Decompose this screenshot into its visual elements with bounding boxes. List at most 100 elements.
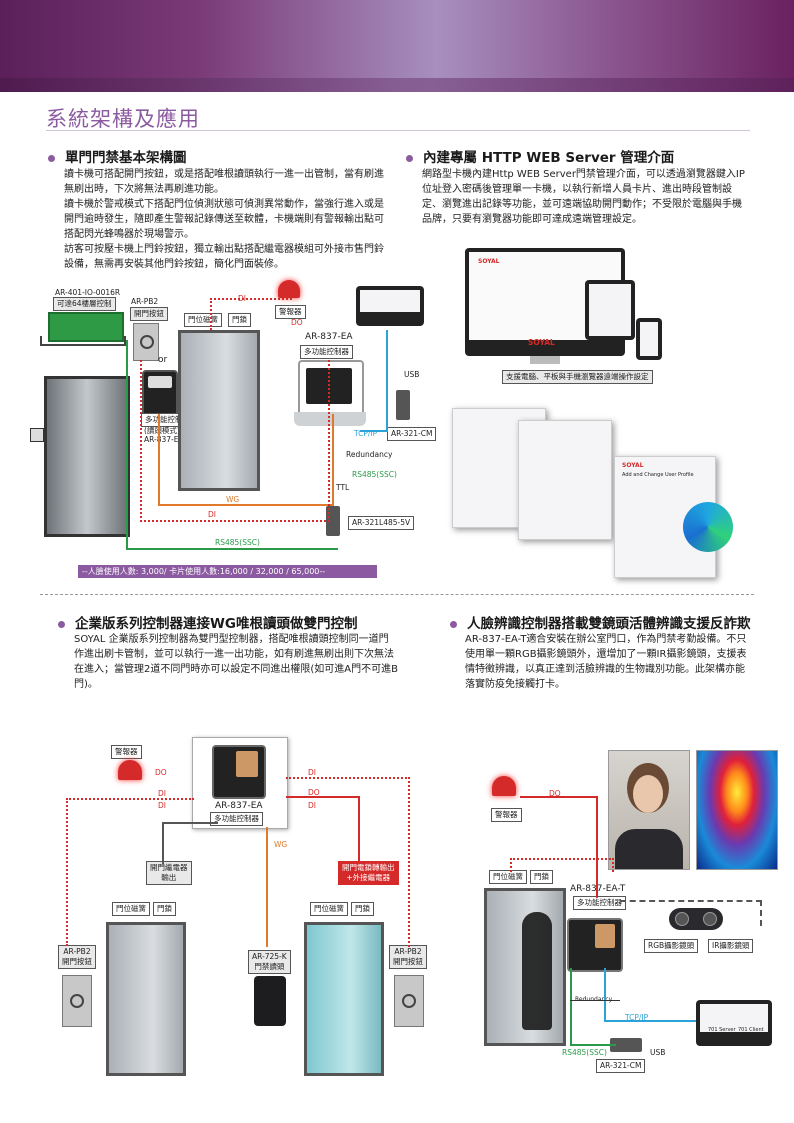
di-wire xyxy=(140,360,330,522)
io-module xyxy=(48,312,124,342)
cm-label: AR-321-CM xyxy=(387,427,437,441)
converter-device xyxy=(396,390,410,420)
do-label-2: DO xyxy=(155,768,167,777)
wire-di-right xyxy=(286,777,410,947)
controller-screen-3 xyxy=(595,924,615,948)
rs485-wire xyxy=(126,340,338,550)
monitor-stand xyxy=(530,356,560,364)
wg-reader-device xyxy=(254,976,286,1026)
wire-do-alarm xyxy=(520,796,598,898)
io-module-label: AR-401-IO-0016R xyxy=(55,288,121,297)
controller-screen-2 xyxy=(236,751,258,777)
elevator xyxy=(44,376,130,537)
converter-device-2 xyxy=(610,1038,642,1052)
alarm-icon xyxy=(278,280,300,298)
brand-label-monitor: SOYAL xyxy=(528,338,555,347)
bullet-icon xyxy=(58,620,65,628)
door-lock-label-4: 門鎖 xyxy=(530,870,553,884)
reader-device xyxy=(142,370,178,418)
client-label: 701 Client xyxy=(390,313,416,319)
reader-model: AR-837-E xyxy=(144,435,179,444)
face-photo-rgb xyxy=(608,750,690,870)
door-lock-label-2: 門鎖 xyxy=(153,902,176,916)
door-b xyxy=(304,922,384,1076)
button-icon xyxy=(402,994,416,1008)
tablet xyxy=(585,280,635,340)
tcpip-label-2: TCP/IP xyxy=(625,1013,649,1022)
reader-screen xyxy=(148,376,172,388)
server-label: 701 Server xyxy=(364,313,392,319)
section4-text: AR-837-EA-T適合安裝在辦公室門口，作為門禁考勤設備。不只使用單一顆RG… xyxy=(465,634,747,690)
cm-label-2: AR-321-CM xyxy=(596,1059,646,1073)
rs485-module-label: AR-321L485-5V xyxy=(348,516,415,530)
section2-caption: 支援電腦、平板與手機瀏覽器遠端操作設定 xyxy=(502,370,653,384)
wire-alarm-di xyxy=(66,798,194,946)
controller-base xyxy=(294,412,366,426)
camera-module xyxy=(669,908,723,930)
wire-camera xyxy=(620,900,762,926)
di-label-4: DI xyxy=(158,801,166,810)
wire-relay xyxy=(162,822,218,864)
io-module-desc: 可達64樓層控制 xyxy=(53,297,116,311)
door xyxy=(178,330,260,491)
alarm-icon-3 xyxy=(492,776,516,796)
controller-desc-3: 多功能控制器 xyxy=(573,896,626,910)
mount-rail xyxy=(40,336,126,346)
controller-device-3 xyxy=(567,918,623,972)
door-sensor-label: 門位磁簧 xyxy=(184,313,222,327)
capacity-footer: --人臉使用人數: 3,000/ 卡片使用人數:16,000 / 32,000 … xyxy=(78,565,377,578)
ir-camera-icon xyxy=(703,912,717,926)
button-icon xyxy=(140,335,154,349)
controller-label: AR-837-EA xyxy=(305,332,353,342)
header-banner xyxy=(0,0,794,92)
pb2-desc: 開門按鈕 xyxy=(130,307,168,321)
face-photo-ir xyxy=(696,750,778,870)
alarm-label-2: 警報器 xyxy=(111,745,142,759)
elevator-panel-icon xyxy=(30,428,44,442)
do-label-4: DO xyxy=(549,789,561,798)
exit-button xyxy=(133,323,159,361)
reader-mode: (讀頭模式) xyxy=(144,426,180,435)
usb-label: USB xyxy=(404,370,420,379)
server-monitor xyxy=(356,286,424,326)
face-head xyxy=(633,775,663,813)
page-title: 系統架構及應用 xyxy=(46,107,200,131)
section-divider xyxy=(40,594,754,595)
redundancy-label: Redundancy xyxy=(346,450,393,459)
wire-redundancy xyxy=(570,1000,620,1002)
di-label-6: DI xyxy=(308,801,316,810)
phone xyxy=(636,318,662,360)
brand-label-browser: SOYAL xyxy=(622,462,644,469)
controller-desc: 多功能控制器 xyxy=(300,345,353,359)
di-label-2: DI xyxy=(208,510,216,519)
alarm-icon-2 xyxy=(118,760,142,780)
relay-left-label: 開門繼電器輸出 xyxy=(146,861,192,885)
wire-tcpip xyxy=(604,968,696,1022)
door-a xyxy=(106,922,186,1076)
browser-window-2 xyxy=(518,420,612,540)
rgb-label: RGB攝影鏡頭 xyxy=(644,939,699,953)
client-label-2: 701 Client xyxy=(738,1027,764,1033)
section2-heading: 內建專屬 HTTP WEB Server 管理介面 xyxy=(406,146,674,166)
ir-label: IR攝影鏡頭 xyxy=(708,939,754,953)
section1-text: 讀卡機可搭配開門按鈕，或是搭配唯根讀頭執行一進一出管制，當有刷進無刷出時，下次將… xyxy=(64,169,384,270)
button-icon xyxy=(70,994,84,1008)
wire-rs485 xyxy=(570,968,616,1046)
tcpip-wire xyxy=(360,330,388,432)
relay-right-label: 開門電鎖轉輸出+外接繼電器 xyxy=(338,861,399,885)
di-label-3: DI xyxy=(158,789,166,798)
di-label-5: DI xyxy=(308,768,316,777)
alarm-label: 警報器 xyxy=(275,305,306,319)
exit-button-right xyxy=(394,975,424,1027)
section3-text: SOYAL 企業版系列控制器為雙門型控制器，搭配唯根讀頭控制同一道門作進出刷卡管… xyxy=(74,634,398,690)
wire-door-dotted xyxy=(510,858,614,872)
bullet-icon xyxy=(406,154,413,162)
wire-wg xyxy=(266,827,270,947)
bullet-icon xyxy=(450,620,457,628)
person-silhouette xyxy=(522,912,552,1030)
wire-do-right xyxy=(286,796,360,862)
brand-label-desktop: SOYAL xyxy=(478,258,500,265)
wg-wire xyxy=(158,414,334,506)
ui-title: Add and Change User Profile xyxy=(622,472,694,478)
